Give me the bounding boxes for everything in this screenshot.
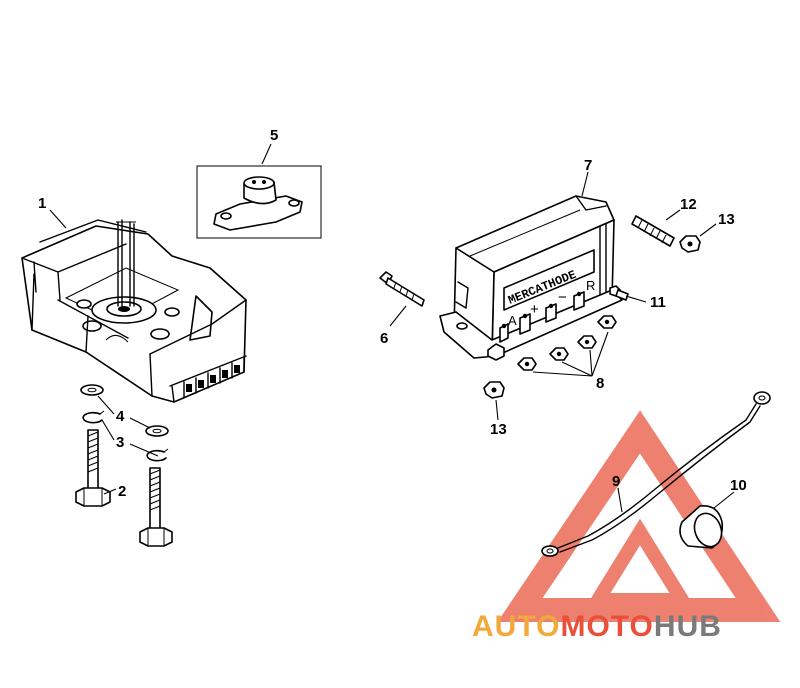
terminal-nut-4 (597, 315, 617, 329)
earth-lead (541, 391, 771, 557)
terminal-label-plus: + (530, 301, 539, 318)
callout-5: 5 (270, 127, 278, 144)
terminal-nut-1 (517, 357, 537, 371)
callout-9: 9 (612, 473, 620, 490)
flat-washer-left (80, 384, 104, 396)
watermark-text-hub: HUB (654, 610, 722, 643)
callout-labels: 1 2 3 4 5 6 7 8 9 10 11 12 13 13 (38, 127, 747, 500)
callout-12: 12 (680, 196, 697, 213)
watermark-text-auto: AUTO (472, 610, 560, 643)
spring-washer-right (146, 448, 169, 462)
watermark-wordmark: AUTOMOTOHUB (472, 610, 722, 643)
flat-washer-right (145, 425, 169, 437)
rubber-cap (679, 505, 724, 549)
callout-11: 11 (650, 294, 666, 311)
callout-4: 4 (116, 408, 125, 425)
callout-6: 6 (380, 330, 388, 347)
callout-10: 10 (730, 477, 747, 494)
mercathode-regulator: MERCATHODE A + − R (439, 195, 623, 361)
callout-8: 8 (596, 375, 604, 392)
small-screw (609, 285, 629, 301)
hex-nut-lower (483, 381, 505, 399)
hex-nut-upper (679, 235, 701, 253)
terminal-nuts (517, 315, 617, 371)
terminal-label-minus: − (558, 289, 567, 306)
callout-13-upper: 13 (718, 211, 735, 228)
watermark-text-moto: MOTO (560, 610, 653, 643)
bolt-left (75, 429, 111, 507)
spring-washer-left (82, 410, 105, 424)
long-screw (379, 271, 425, 307)
terminal-nut-3 (577, 335, 597, 349)
rectifier-housing (21, 219, 247, 403)
terminal-nut-2 (549, 347, 569, 361)
callout-2: 2 (118, 483, 126, 500)
callout-7: 7 (584, 157, 592, 174)
terminal-label-a: A (508, 313, 517, 328)
socket-connector-inset (196, 165, 322, 239)
leader-lines (49, 143, 735, 513)
svg-text:AUTOMOTOHUB: AUTOMOTOHUB (472, 610, 722, 643)
callout-13-lower: 13 (490, 421, 507, 438)
threaded-stud (631, 215, 675, 247)
callout-1: 1 (38, 195, 46, 212)
terminal-label-r: R (586, 278, 595, 293)
callout-3: 3 (116, 434, 124, 451)
bolt-right (139, 467, 173, 547)
